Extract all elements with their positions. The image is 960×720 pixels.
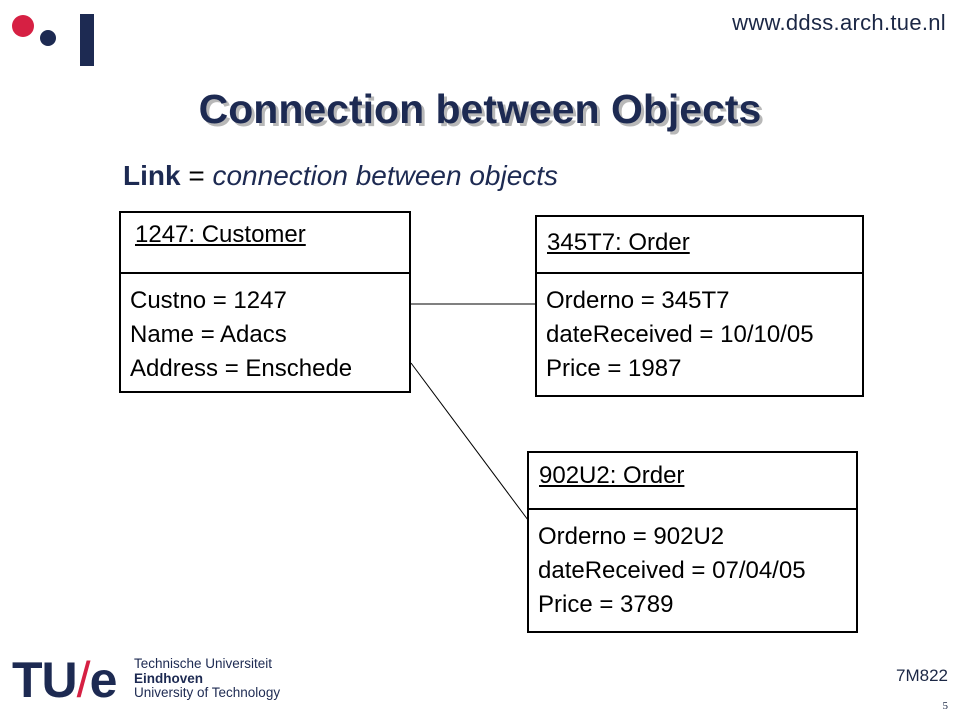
ddss-dots-logo-icon [0,0,110,80]
navy-dot-icon [40,30,56,46]
tue-line-3: University of Technology [134,685,281,700]
attribute-orderno: Orderno = 902U2 [538,523,725,550]
tue-line-1: Technische Universiteit [134,656,273,671]
order-902u2-object: 902U2: Order Orderno = 902U2 dateReceive… [527,451,858,633]
definition-text: connection between objects [212,160,559,191]
definition-equals: = [188,160,205,191]
attribute-price: Price = 1987 [546,355,682,382]
slide-title: Connection between Objects [198,86,762,132]
attribute-custno: Custno = 1247 [130,287,287,314]
order-345t7-object: 345T7: Order Orderno = 345T7 dateReceive… [535,215,864,397]
object-attributes: Custno = 1247 Name = Adacs Address = Ens… [121,274,409,386]
attribute-date-received: dateReceived = 10/10/05 [546,321,814,348]
course-code: 7M822 [896,666,948,685]
object-name: 1247: Customer [135,221,306,248]
link-customer-order2 [410,362,529,521]
attribute-address: Address = Enschede [130,355,353,382]
object-attributes: Orderno = 902U2 dateReceived = 07/04/05 … [529,510,856,622]
tue-logo: TU/e Technische Universiteit Eindhoven U… [12,652,312,708]
object-name: 902U2: Order [539,462,685,489]
object-header: 1247: Customer [121,213,409,274]
attribute-name: Name = Adacs [130,321,287,348]
object-header: 345T7: Order [537,217,862,274]
attribute-price: Price = 3789 [538,591,674,618]
red-dot-icon [12,15,34,37]
object-attributes: Orderno = 345T7 dateReceived = 10/10/05 … [537,274,862,386]
attribute-date-received: dateReceived = 07/04/05 [538,557,806,584]
site-url: www.ddss.arch.tue.nl [732,10,946,35]
tue-line-2: Eindhoven [134,670,204,686]
tue-tu: TU [12,652,78,708]
definition-term: Link [123,160,181,191]
tue-slash: / [76,652,91,708]
tue-university-name: Technische Universiteit Eindhoven Univer… [134,656,281,701]
tue-e: e [89,652,118,708]
object-name: 345T7: Order [547,229,690,256]
navy-bar-icon [80,14,94,66]
page-number: 5 [942,700,949,712]
object-header: 902U2: Order [529,453,856,510]
attribute-orderno: Orderno = 345T7 [546,287,730,314]
tue-wordmark: TU/e [12,651,118,709]
link-definition: Link = connection between objects [123,160,558,192]
customer-object: 1247: Customer Custno = 1247 Name = Adac… [119,211,411,393]
